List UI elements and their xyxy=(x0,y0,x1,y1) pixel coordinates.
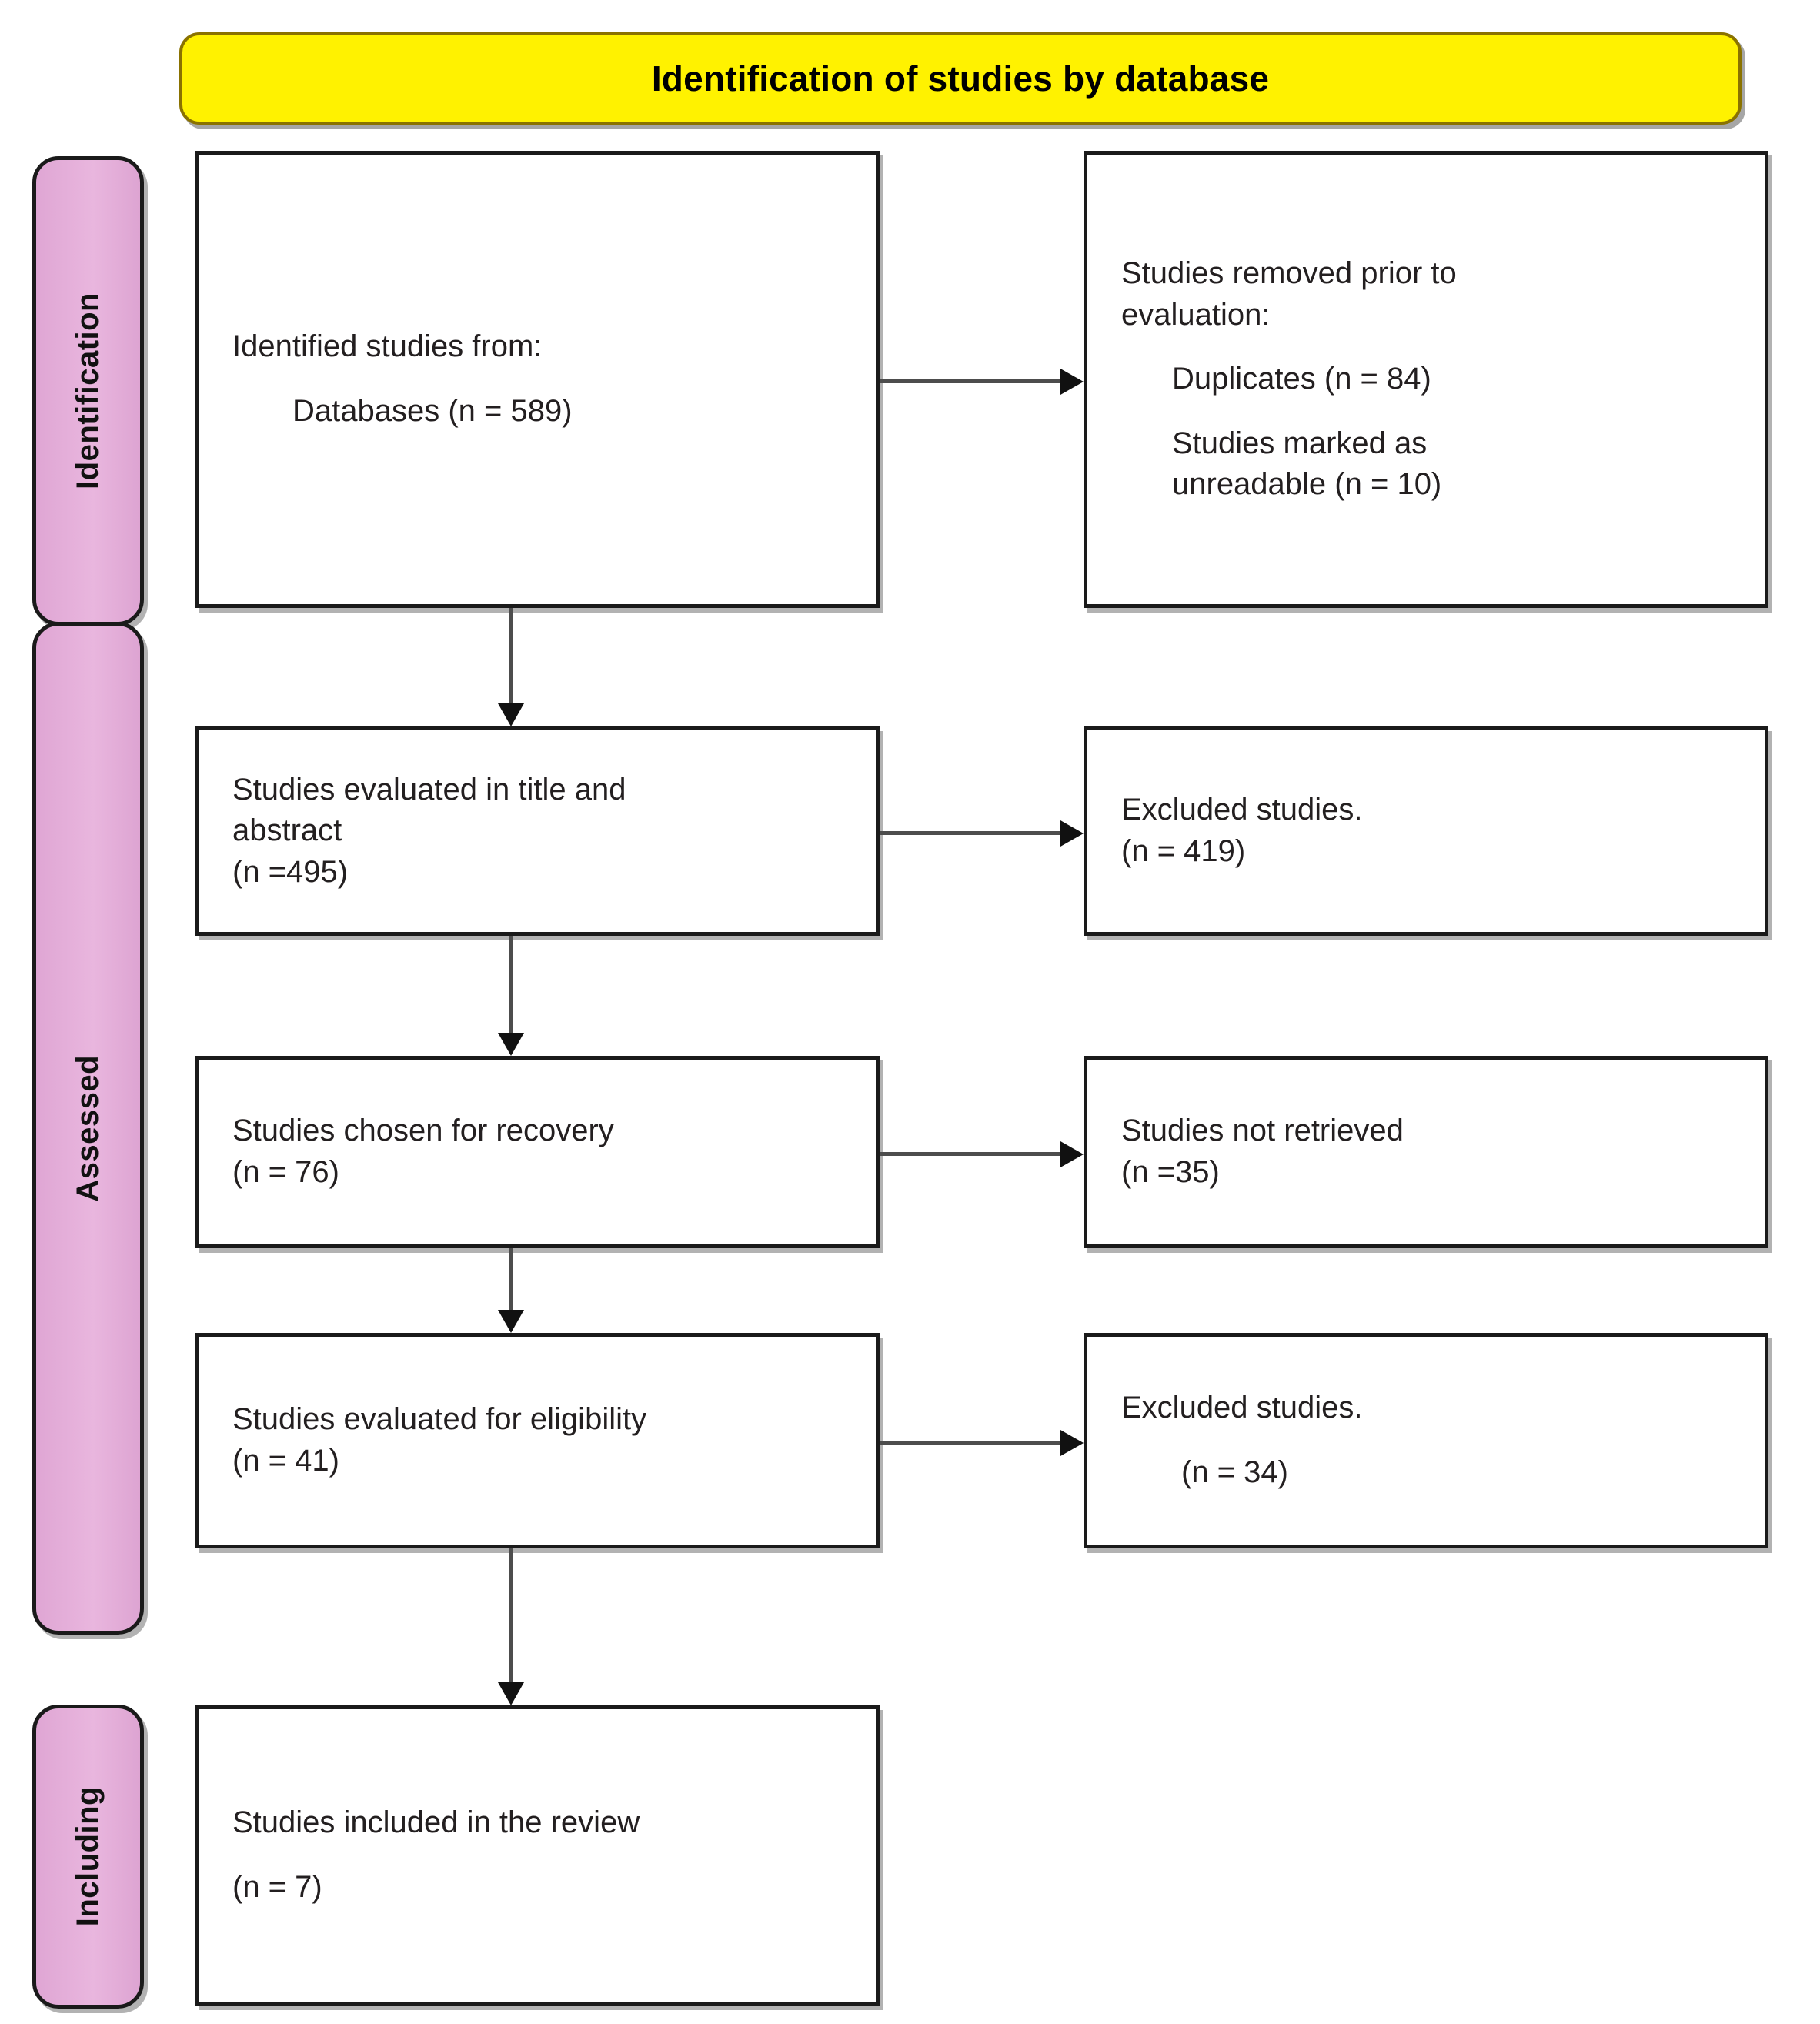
excluded-title-abstract-text: Excluded studies. (n = 419) xyxy=(1121,793,1363,868)
studies-removed-label: Studies removed prior to evaluation: xyxy=(1121,256,1457,332)
box-studies-title-abstract: Studies evaluated in title and abstract … xyxy=(195,726,880,936)
box-studies-chosen-recovery: Studies chosen for recovery (n = 76) xyxy=(195,1056,880,1248)
box-excluded-title-abstract: Excluded studies. (n = 419) xyxy=(1084,726,1768,936)
box-excluded-eligibility: Excluded studies. (n = 34) xyxy=(1084,1333,1768,1548)
box-studies-included: Studies included in the review (n = 7) xyxy=(195,1705,880,2006)
stage-label-including: Including xyxy=(32,1705,144,2009)
studies-removed-duplicates: Duplicates (n = 84) xyxy=(1172,362,1431,396)
excluded-eligibility-count: (n = 34) xyxy=(1181,1455,1288,1489)
stage-label-assessed: Assessed xyxy=(32,622,144,1635)
studies-eligibility-text: Studies evaluated for eligibility (n = 4… xyxy=(232,1402,647,1478)
studies-included-count: (n = 7) xyxy=(232,1870,322,1904)
stage-label-identification-text: Identification xyxy=(71,292,105,489)
studies-chosen-recovery-text: Studies chosen for recovery (n = 76) xyxy=(232,1114,614,1189)
box-identified-studies: Identified studies from: Databases (n = … xyxy=(195,151,880,608)
box-studies-not-retrieved: Studies not retrieved (n =35) xyxy=(1084,1056,1768,1248)
studies-title-abstract-text: Studies evaluated in title and abstract … xyxy=(232,772,626,889)
studies-not-retrieved-text: Studies not retrieved (n =35) xyxy=(1121,1114,1404,1189)
stage-label-assessed-text: Assessed xyxy=(71,1054,105,1202)
box-studies-removed: Studies removed prior to evaluation: Dup… xyxy=(1084,151,1768,608)
identified-studies-label: Identified studies from: xyxy=(232,329,543,364)
box-studies-eligibility: Studies evaluated for eligibility (n = 4… xyxy=(195,1333,880,1548)
identified-studies-databases: Databases (n = 589) xyxy=(292,394,573,428)
stage-label-including-text: Including xyxy=(71,1786,105,1927)
excluded-eligibility-label: Excluded studies. xyxy=(1121,1391,1363,1425)
studies-removed-unreadable: Studies marked as unreadable (n = 10) xyxy=(1172,426,1442,502)
stage-label-identification: Identification xyxy=(32,156,144,626)
banner-identification-by-database: Identification of studies by database xyxy=(179,32,1742,125)
studies-included-label: Studies included in the review xyxy=(232,1805,640,1840)
banner-title: Identification of studies by database xyxy=(651,58,1270,99)
